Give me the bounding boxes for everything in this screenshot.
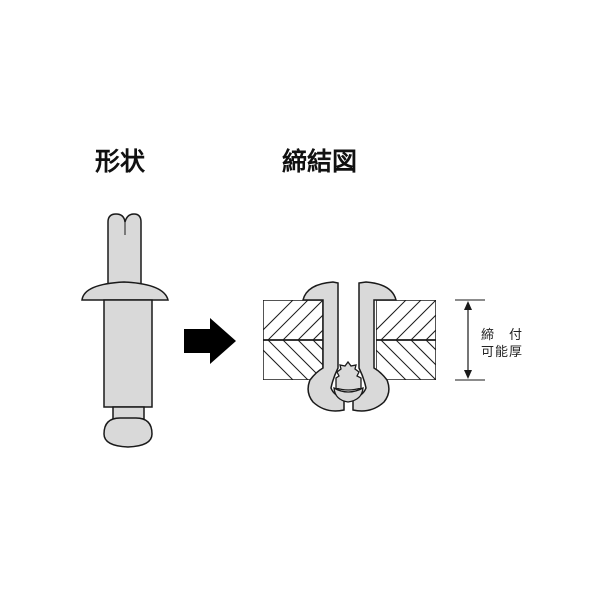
blind-rivet-shape [81, 213, 169, 448]
plate-right [376, 300, 436, 380]
grip-range-dimension [455, 299, 485, 381]
grip-range-label-line1: 締 付 [481, 328, 524, 343]
fastened-diagram-title: 締結図 [282, 147, 358, 176]
dimension-arrow-down-icon [464, 370, 472, 379]
right-arrow-icon [184, 318, 236, 364]
rivet-body [103, 299, 153, 408]
plate-left [263, 300, 323, 380]
rivet-flange-head [81, 281, 169, 301]
grip-range-label-line2: 可能厚 [481, 345, 524, 360]
mandrel-remnant [335, 360, 362, 391]
mandrel-stem [107, 213, 142, 286]
mandrel-neck [112, 406, 145, 420]
set-rivet-left-half [302, 281, 345, 412]
set-rivet-right-half [352, 281, 397, 412]
shape-title: 形状 [95, 147, 146, 176]
mandrel-head [103, 417, 153, 448]
fastened-assembly [263, 281, 436, 412]
dimension-arrow-up-icon [464, 301, 472, 310]
